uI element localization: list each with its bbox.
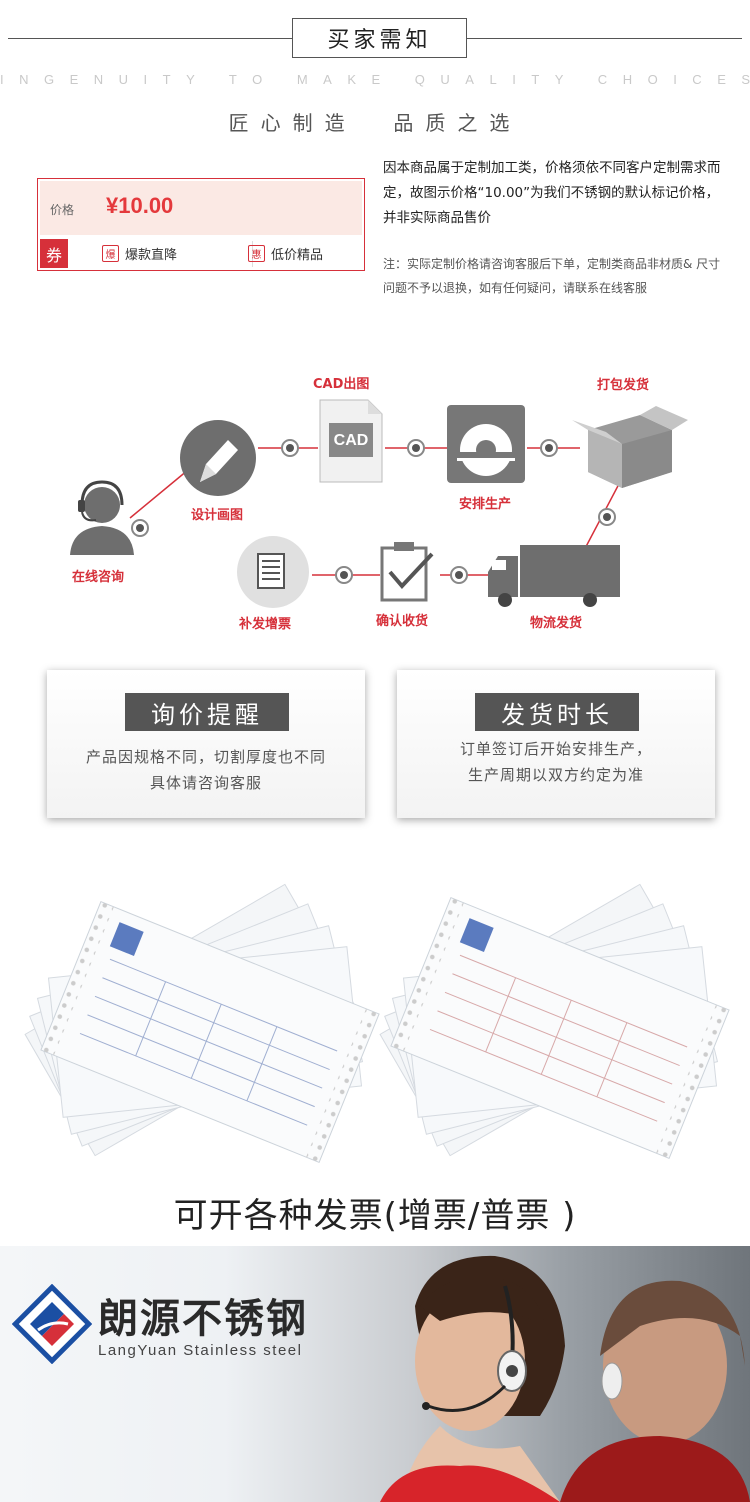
price-value: ¥10.00 (106, 193, 174, 218)
page-title: 买家需知 (292, 18, 467, 58)
saw-blade-icon (447, 405, 525, 483)
invoice-stack-illustration (24, 883, 730, 1164)
flow-node (598, 508, 616, 526)
delivery-time-box: 发货时长 订单签订后开始安排生产， 生产周期以双方约定为准 (397, 670, 715, 818)
invoice-caption: 可开各种发票(增票/普票 ) (173, 1196, 577, 1236)
delivery-time-line1: 订单签订后开始安排生产， (459, 740, 652, 758)
header-divider-left (8, 38, 292, 39)
flow-label-confirm: 确认收货 (376, 614, 429, 629)
inquiry-reminder-title: 询价提醒 (125, 693, 289, 731)
price-card: 价格 ¥10.00 券 爆 爆款直降 惠 低价精品 (37, 178, 365, 271)
delivery-time-title: 发货时长 (475, 693, 639, 731)
flow-label-consult: 在线咨询 (72, 570, 125, 585)
delivery-time-line2: 生产周期以双方约定为准 (467, 766, 644, 784)
inquiry-reminder-line2: 具体请咨询客服 (149, 774, 262, 792)
pencil-icon (180, 420, 256, 496)
price-panel: 价格 ¥10.00 (40, 181, 362, 235)
header-divider-right (467, 38, 742, 39)
hot-tag-icon: 爆 (102, 245, 119, 262)
flow-graphics (70, 399, 688, 608)
header-slogan: 匠心制造 品质之选 (228, 111, 522, 135)
delivery-time-text: 订单签订后开始安排生产， 生产周期以双方约定为准 (397, 736, 715, 788)
agent-background-photo (560, 1280, 750, 1502)
discount-tag-icon: 惠 (248, 245, 265, 262)
promo-low-price-label: 低价精品 (271, 248, 324, 263)
flow-node (540, 439, 558, 457)
header-english-tagline: INGENUITY TO MAKE QUALITY CHOICES (0, 72, 750, 87)
flow-label-logistics: 物流发货 (530, 616, 583, 631)
flow-label-invoice: 补发增票 (239, 617, 292, 632)
flow-label-produce: 安排生产 (459, 497, 512, 512)
flow-label-pack: 打包发货 (597, 378, 650, 393)
flow-label-cad: CAD出图 (313, 377, 370, 392)
invoice-samples-image (0, 860, 750, 1180)
promo-low-price[interactable]: 惠 低价精品 (248, 244, 323, 263)
cad-document-icon (319, 399, 383, 483)
price-label: 价格 (50, 203, 75, 217)
brand-name-cn: 朗源不锈钢 (98, 1295, 308, 1342)
flow-node (335, 566, 353, 584)
promo-hot-label: 爆款直降 (125, 248, 178, 263)
flow-label-design: 设计画图 (191, 508, 244, 523)
invoice-stack-left (24, 883, 380, 1164)
inquiry-reminder-text: 产品因规格不同，切割厚度也不同 具体请咨询客服 (47, 744, 365, 796)
brand-name-en: LangYuan Stainless steel (98, 1342, 303, 1359)
pricing-notice: 因本商品属于定制加工类，价格须依不同客户定制需求而定，故图示价格“10.00”为… (383, 160, 721, 226)
flow-node (281, 439, 299, 457)
brand-logo-icon (12, 1284, 92, 1364)
flow-nodes (131, 439, 616, 584)
inquiry-reminder-line1: 产品因规格不同，切割厚度也不同 (85, 748, 326, 766)
inquiry-reminder-box: 询价提醒 产品因规格不同，切割厚度也不同 具体请咨询客服 (47, 670, 365, 818)
agent-foreground-photo (380, 1255, 565, 1502)
package-box-icon (572, 406, 688, 488)
customer-service-banner: 朗源不锈钢 LangYuan Stainless steel (0, 1246, 750, 1502)
pricing-note: 注：实际定制价格请咨询客服后下单，定制类商品非材质& 尺寸问题不予以退换，如有任… (383, 257, 721, 295)
banner-photo (380, 1255, 750, 1502)
coupon-badge[interactable]: 券 (40, 239, 68, 268)
promo-hot-deal[interactable]: 爆 爆款直降 (102, 244, 177, 263)
clipboard-check-icon (380, 542, 434, 602)
flow-node (407, 439, 425, 457)
order-flow-diagram: CAD 在线咨询 设计画图 CAD出图 安排生产 打包发货 物流发货 确认收货 … (0, 360, 750, 650)
headset-person-icon (70, 480, 134, 555)
cad-icon-text: CAD (333, 432, 369, 449)
flow-node (131, 519, 149, 537)
flow-node (450, 566, 468, 584)
truck-icon (488, 545, 620, 607)
promo-divider (252, 241, 253, 267)
invoice-stack-right (379, 883, 730, 1160)
receipt-icon (237, 536, 309, 608)
